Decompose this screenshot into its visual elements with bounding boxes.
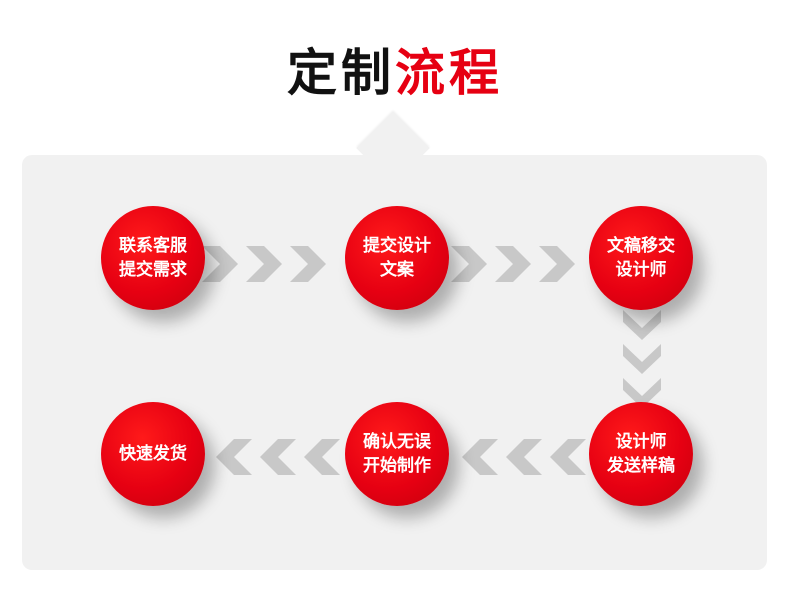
right-chevron-icon [539, 246, 575, 282]
step-4-line2: 发送样稿 [607, 456, 675, 476]
step-3-label: 文稿移交 设计师 [596, 234, 686, 282]
step-5-label: 确认无误 开始制作 [352, 430, 442, 478]
right-chevron-icon [495, 246, 531, 282]
left-chevron-icon [462, 439, 498, 475]
right-chevron-icon [451, 246, 487, 282]
step-6-label: 快速发货 [108, 442, 198, 466]
step-3-circle: 文稿移交 设计师 [589, 206, 693, 310]
step-2-line2: 文案 [380, 260, 414, 280]
left-chevron-icon [216, 439, 252, 475]
step-6-line1: 快速发货 [119, 444, 187, 464]
arrow-step3-to-step4 [621, 308, 663, 410]
left-chevron-icon [260, 439, 296, 475]
left-chevron-icon [506, 439, 542, 475]
step-2-label: 提交设计 文案 [352, 234, 442, 282]
page-title: 定制流程 [0, 38, 790, 108]
step-1-label: 联系客服 提交需求 [108, 234, 198, 282]
left-chevron-icon [550, 439, 586, 475]
arrow-step1-to-step2 [198, 244, 330, 284]
title-part-black: 定制 [287, 44, 395, 102]
step-5-circle: 确认无误 开始制作 [345, 402, 449, 506]
arrow-step4-to-step5 [458, 437, 590, 477]
down-chevron-icon [623, 344, 661, 374]
arrow-step5-to-step6 [212, 437, 344, 477]
step-4-circle: 设计师 发送样稿 [589, 402, 693, 506]
step-6-circle: 快速发货 [101, 402, 205, 506]
step-1-circle: 联系客服 提交需求 [101, 206, 205, 310]
title-part-red: 流程 [395, 44, 503, 102]
step-3-line2: 设计师 [615, 260, 667, 280]
step-5-line2: 开始制作 [363, 456, 431, 476]
arrow-step2-to-step3 [447, 244, 579, 284]
step-4-line1: 设计师 [615, 432, 667, 452]
step-1-line1: 联系客服 [119, 236, 187, 256]
left-chevron-icon [304, 439, 340, 475]
right-chevron-icon [290, 246, 326, 282]
down-chevron-icon [623, 310, 661, 340]
step-4-label: 设计师 发送样稿 [596, 430, 686, 478]
right-chevron-icon [202, 246, 238, 282]
step-3-line1: 文稿移交 [607, 236, 675, 256]
step-1-line2: 提交需求 [119, 260, 187, 280]
step-2-line1: 提交设计 [363, 236, 431, 256]
step-2-circle: 提交设计 文案 [345, 206, 449, 310]
step-5-line1: 确认无误 [363, 432, 431, 452]
right-chevron-icon [246, 246, 282, 282]
